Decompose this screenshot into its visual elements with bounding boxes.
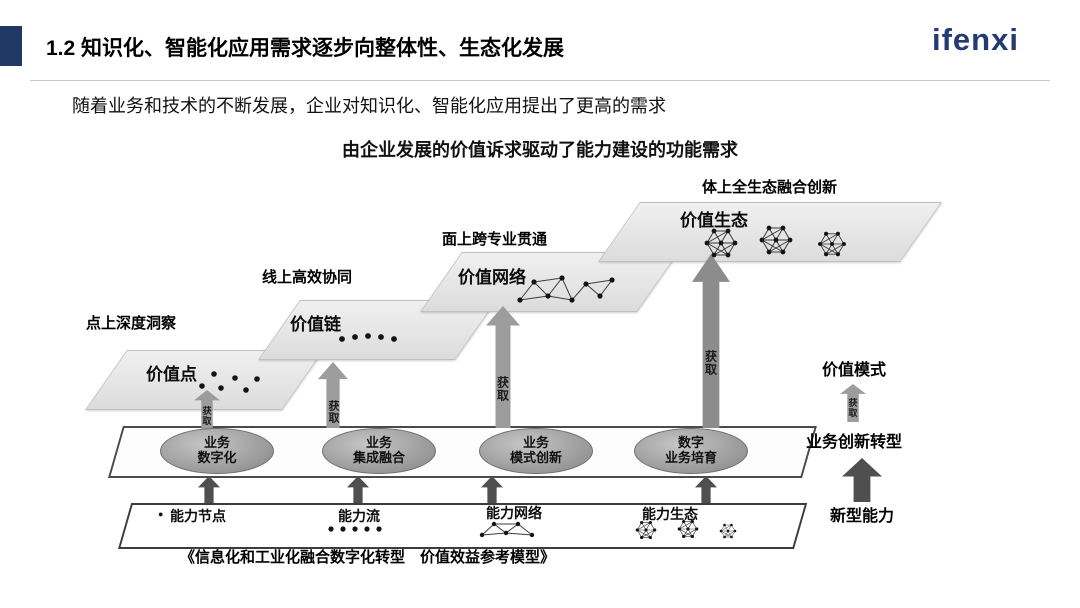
acquire-arrow-chain: 获取	[318, 362, 348, 428]
capability-arrow-2	[347, 476, 369, 503]
business-ellipse-integration: 业务 集成融合	[322, 428, 436, 474]
acquire-arrow-network: 获取	[486, 306, 520, 428]
subtitle-text: 随着业务和技术的不断发展，企业对知识化、智能化应用提出了更高的需求	[72, 96, 666, 116]
business-ellipse-model-innovation: 业务 模式创新	[479, 428, 593, 474]
business-ellipse-cultivation: 数字 业务培育	[634, 428, 748, 474]
ellipse-line1: 业务	[203, 435, 230, 451]
value-ecosystem-clusters-icon	[704, 225, 847, 258]
page-title: 1.2 知识化、智能化应用需求逐步向整体性、生态化发展	[46, 37, 565, 60]
capability-flow-label: 能力流	[338, 508, 380, 524]
value-ecosystem-label: 价值生态	[680, 211, 748, 230]
model-caption: 《信息化和工业化融合数字化转型 价值效益参考模型》	[180, 549, 556, 566]
capability-ecosystem-label: 能力生态	[642, 506, 698, 522]
ellipse-line2: 模式创新	[509, 450, 562, 465]
value-point-label: 价值点	[146, 365, 197, 384]
capability-arrow-1	[198, 476, 220, 503]
ellipse-line2: 集成融合	[352, 450, 405, 465]
capability-ecosystem-clusters-icon	[635, 519, 737, 540]
capability-network-icon	[479, 521, 535, 538]
ifenxi-logo: ifenxi	[932, 22, 1019, 57]
capability-node-dot-icon: ●	[158, 509, 164, 519]
title-divider	[30, 80, 1050, 81]
capability-flow-dots-icon	[328, 526, 382, 532]
acquire-arrow-ecosystem: 获取	[692, 254, 730, 428]
value-network-label: 价值网络	[458, 268, 526, 287]
value-network-icon	[517, 275, 615, 303]
value-chain-label: 价值链	[290, 315, 341, 334]
ellipse-line1: 业务	[522, 435, 549, 451]
capability-arrow-4	[695, 476, 717, 503]
new-capability-label: 新型能力	[830, 508, 895, 525]
capability-arrow-3	[481, 476, 503, 503]
ellipse-line2: 数字化	[197, 450, 237, 465]
ellipse-line1: 业务	[365, 435, 392, 451]
annotation-network: 面上跨专业贯通	[442, 231, 548, 248]
ellipse-line1: 数字	[677, 435, 704, 451]
business-ellipse-digitalization: 业务 数字化	[160, 428, 274, 474]
transform-arrow	[842, 458, 882, 502]
value-point-dots-icon	[199, 371, 260, 393]
capability-node-label: 能力节点	[170, 508, 226, 524]
ellipse-line2: 业务培育	[664, 450, 717, 465]
lead-text: 由企业发展的价值诉求驱动了能力建设的功能需求	[342, 140, 738, 160]
annotation-ecosystem: 体上全生态融合创新	[702, 179, 838, 196]
business-transform-label: 业务创新转型	[806, 434, 903, 451]
title-accent-block	[0, 26, 22, 66]
annotation-point: 点上深度洞察	[86, 315, 177, 332]
capability-network-label: 能力网络	[486, 505, 542, 521]
value-chain-dots-icon	[339, 333, 397, 342]
value-mode-label: 价值模式	[822, 362, 887, 379]
annotation-chain: 线上高效协同	[262, 269, 353, 286]
acquire-arrow-right: 获取	[840, 384, 866, 422]
